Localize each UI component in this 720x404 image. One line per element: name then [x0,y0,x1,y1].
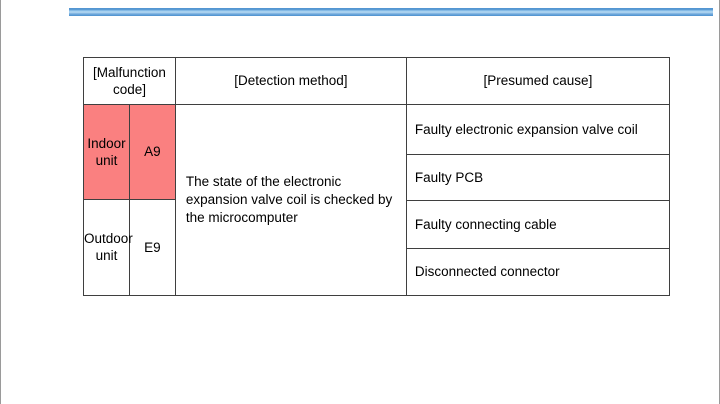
list-item: Faulty connecting cable [406,200,669,249]
detection-method-text: The state of the electronic expansion va… [185,173,393,226]
cell-unit-outdoor: Outdoor unit [83,198,133,297]
cell-detection-method: The state of the electronic expansion va… [174,104,407,296]
cause-item-4: Disconnected connector [414,264,560,280]
header-presumed-cause: [Presumed cause] [405,57,671,105]
cell-code-e9: E9 [128,198,176,297]
list-item: Disconnected connector [407,249,669,296]
table-row: Outdoor unit E9 [83,198,670,297]
header-detection-method: [Detection method] [174,57,407,105]
cause-item-1: Faulty electronic expansion valve coil [406,105,669,155]
table-row: Indoor unit A9 The state of the electron… [83,104,671,296]
cause-item-2: Faulty PCB [406,154,669,201]
accent-divider-bar [69,8,713,16]
list-item: Faulty electronic expansion valve coil [406,105,669,155]
cause-item-3: Faulty connecting cable [406,200,669,249]
header-malfunction-code: [Malfunction code] [83,57,176,105]
malfunction-code-table-wrapper: [Malfunction code] [Detection method] [P… [83,57,671,297]
table-header-row: [Malfunction code] [Detection method] [P… [83,57,671,105]
list-item: Faulty PCB [406,154,669,201]
presumed-causes-list: Faulty electronic expansion valve coil F… [406,105,669,296]
cell-code-a9: A9 [128,104,176,200]
cell-presumed-causes: Faulty electronic expansion valve coil F… [405,104,671,296]
malfunction-code-table: [Malfunction code] [Detection method] [P… [83,57,671,297]
cell-unit-indoor: Indoor unit [83,104,130,200]
